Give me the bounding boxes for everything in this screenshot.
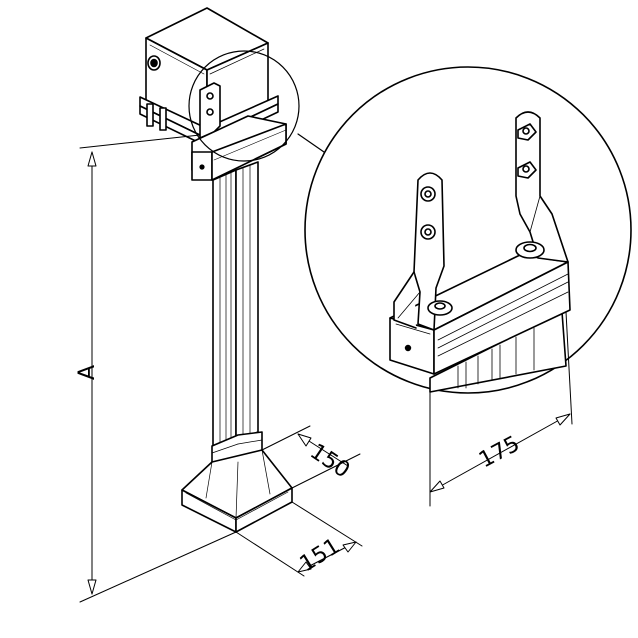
bolt-icon	[517, 161, 537, 179]
bolt-icon	[420, 224, 436, 240]
dimension-175	[429, 311, 573, 507]
bolt-icon	[420, 186, 436, 202]
detail-bracket	[389, 111, 571, 393]
column	[212, 161, 259, 451]
dimension-175-label: 175	[475, 431, 524, 473]
column-head	[191, 115, 287, 181]
detail-callout	[188, 50, 632, 394]
detail-circle-large	[304, 66, 632, 394]
foot-base	[181, 449, 293, 533]
main-assembly	[139, 7, 293, 533]
dimension-150	[261, 425, 361, 489]
dimension-height-label: A	[75, 365, 100, 380]
dimension-height	[79, 134, 237, 603]
detail-circle-small	[188, 50, 300, 162]
dimension-151	[235, 501, 363, 577]
dimension-150-label: 150	[305, 439, 354, 483]
bolt-icon	[517, 123, 537, 141]
